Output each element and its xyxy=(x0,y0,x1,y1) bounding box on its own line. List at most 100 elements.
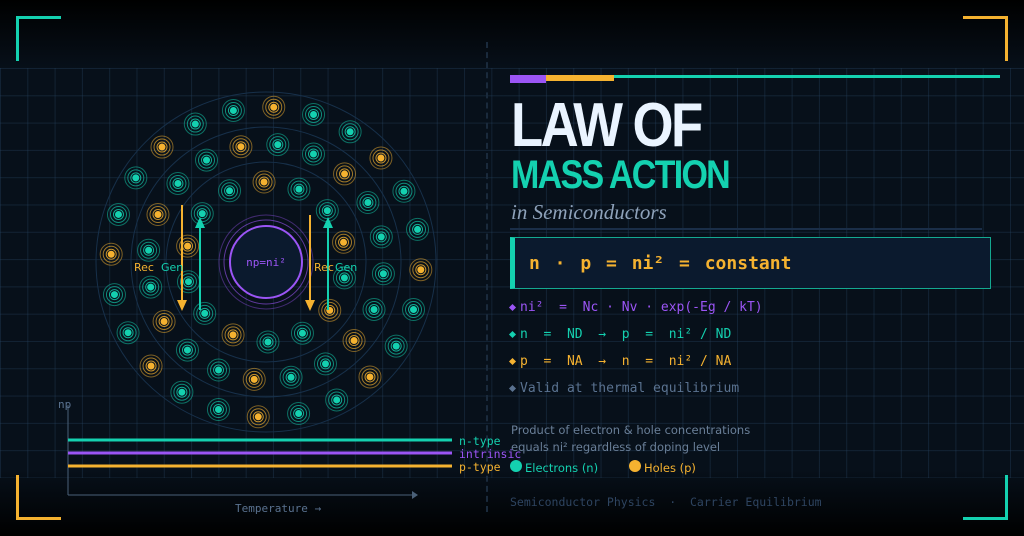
left-gen-label: Gen xyxy=(161,261,183,274)
corner-bottom-right xyxy=(963,475,1008,520)
hole-particle xyxy=(358,365,382,389)
electron-particle xyxy=(221,98,245,122)
main-equation: n · p = ni² = constant xyxy=(529,253,792,274)
electron-particle xyxy=(384,334,408,358)
series-label-p-type: p-type xyxy=(459,460,501,474)
formula-text: Valid at thermal equilibrium xyxy=(520,381,740,396)
center-ring xyxy=(223,219,309,305)
bullet-icon xyxy=(508,384,517,393)
center-ring-outer xyxy=(218,214,314,310)
hole-particle xyxy=(318,298,342,322)
electron-particle xyxy=(137,238,161,262)
formula-ni: ni² = Nc · Nv · exp(-Eg / kT) xyxy=(508,300,763,315)
electron-particle xyxy=(287,402,311,426)
corner-top-left xyxy=(16,16,61,61)
corner-bottom-left xyxy=(16,475,61,520)
x-axis-arrow xyxy=(412,491,418,499)
hole-particle xyxy=(409,258,433,282)
bullet-icon xyxy=(508,357,517,366)
description-line2: equals ni² regardless of doping level xyxy=(511,440,721,454)
electron-particle xyxy=(175,338,199,362)
title-rule xyxy=(510,228,982,230)
formula-n-type: n = ND → p = ni² / ND xyxy=(508,327,731,342)
electron-particle xyxy=(116,321,140,345)
orbit-ring xyxy=(165,161,367,363)
arrow-head xyxy=(323,217,333,228)
electron-particle xyxy=(195,148,219,172)
electron-particle xyxy=(406,217,430,241)
electron-particle xyxy=(166,171,190,195)
electron-particle xyxy=(139,275,163,299)
electron-particle xyxy=(325,388,349,412)
electron-particle xyxy=(362,297,386,321)
electron-particle xyxy=(315,199,339,223)
electron-particle xyxy=(256,330,280,354)
title-line2: MASS ACTION xyxy=(511,153,731,197)
electron-particle xyxy=(218,179,242,203)
formula-note: Valid at thermal equilibrium xyxy=(508,381,740,396)
electron-particle xyxy=(102,283,126,307)
equation-box: n · p = ni² = constant xyxy=(510,237,991,289)
accent-bar-orange xyxy=(546,75,614,81)
legend-electrons: Electrons (n) xyxy=(525,461,599,475)
series-label-intrinsic: intrinsic xyxy=(459,447,521,461)
electron-particle xyxy=(371,262,395,286)
accent-bar-purple xyxy=(510,75,546,83)
center-label: np=ni² xyxy=(246,256,286,269)
electron-particle xyxy=(190,202,214,226)
electron-particle xyxy=(183,112,207,136)
hole-particle xyxy=(229,135,253,159)
electron-particle xyxy=(338,120,362,144)
series-label-n-type: n-type xyxy=(459,434,501,448)
hole-legend-icon xyxy=(629,460,641,472)
electron-particle xyxy=(124,166,148,190)
right-rec-label: Rec xyxy=(314,261,334,274)
hole-particle xyxy=(342,329,366,353)
electron-particle xyxy=(207,358,231,382)
hole-particle xyxy=(139,354,163,378)
electron-particle xyxy=(313,352,337,376)
hole-particle xyxy=(252,170,276,194)
hole-particle xyxy=(152,309,176,333)
accent-bar-teal xyxy=(614,75,1000,78)
electron-particle xyxy=(170,380,194,404)
bullet-icon xyxy=(508,303,517,312)
formula-text: p = NA → n = ni² / NA xyxy=(520,354,732,369)
electron-particle xyxy=(106,202,130,226)
electron-particle xyxy=(206,398,230,422)
arrow-head xyxy=(177,300,187,311)
left-rec-label: Rec xyxy=(134,261,154,274)
electron-particle xyxy=(369,225,393,249)
hole-particle xyxy=(332,230,356,254)
hole-particle xyxy=(176,234,200,258)
electron-particle xyxy=(279,365,303,389)
electron-particle xyxy=(287,177,311,201)
y-axis-label: np xyxy=(58,398,71,411)
electron-particle xyxy=(193,301,217,325)
electron-particle xyxy=(356,191,380,215)
center-circle xyxy=(229,225,303,299)
bullet-icon xyxy=(508,330,517,339)
hole-particle xyxy=(99,242,123,266)
hole-particle xyxy=(150,135,174,159)
electron-particle xyxy=(266,133,290,157)
hole-particle xyxy=(242,367,266,391)
formula-text: ni² = Nc · Nv · exp(-Eg / kT) xyxy=(520,300,763,315)
arrow-head xyxy=(195,217,205,228)
divider xyxy=(486,42,488,512)
legend-holes: Holes (p) xyxy=(644,461,696,475)
x-axis-label: Temperature → xyxy=(235,502,321,515)
electron-particle xyxy=(402,298,426,322)
right-gen-label: Gen xyxy=(335,261,357,274)
hole-particle xyxy=(262,95,286,119)
electron-particle xyxy=(332,266,356,290)
electron-legend-icon xyxy=(510,460,522,472)
hole-particle xyxy=(369,146,393,170)
electron-particle xyxy=(392,179,416,203)
title-line1: LAW OF xyxy=(511,91,703,160)
electron-particle xyxy=(290,321,314,345)
hole-particle xyxy=(221,323,245,347)
hole-particle xyxy=(246,405,270,429)
corner-top-right xyxy=(963,16,1008,61)
